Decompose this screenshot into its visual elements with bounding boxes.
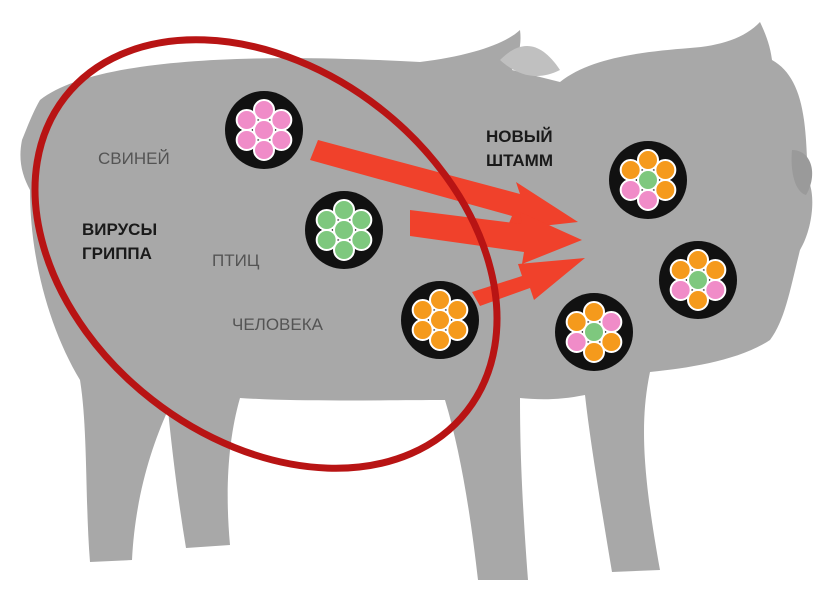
label-human: ЧЕЛОВЕКА — [232, 315, 324, 334]
bird-segment — [317, 210, 337, 230]
new-strain-virus-2 — [659, 241, 737, 319]
bird-segment — [351, 210, 371, 230]
swine-segment — [567, 332, 587, 352]
label-flu-line2: ГРИППА — [82, 244, 152, 263]
bird-virus — [305, 191, 383, 269]
swine-segment — [237, 110, 257, 130]
human-virus — [401, 281, 479, 359]
swine-segment — [621, 180, 641, 200]
label-new-line2: ШТАММ — [486, 151, 553, 170]
human-segment — [705, 260, 725, 280]
human-segment — [447, 300, 467, 320]
human-segment — [413, 300, 433, 320]
swine-virus — [225, 91, 303, 169]
human-segment — [621, 160, 641, 180]
human-segment — [413, 320, 433, 340]
human-segment — [655, 160, 675, 180]
new-strain-virus-1 — [609, 141, 687, 219]
label-flu-line1: ВИРУСЫ — [82, 220, 157, 239]
bird-segment — [317, 230, 337, 250]
label-new-line1: НОВЫЙ — [486, 127, 553, 146]
swine-segment — [671, 280, 691, 300]
swine-segment — [601, 312, 621, 332]
swine-segment — [271, 110, 291, 130]
label-birds: ПТИЦ — [212, 251, 260, 270]
human-segment — [671, 260, 691, 280]
human-segment — [567, 312, 587, 332]
new-strain-virus-3 — [555, 293, 633, 371]
label-swine: СВИНЕЙ — [98, 149, 170, 168]
swine-segment — [237, 130, 257, 150]
